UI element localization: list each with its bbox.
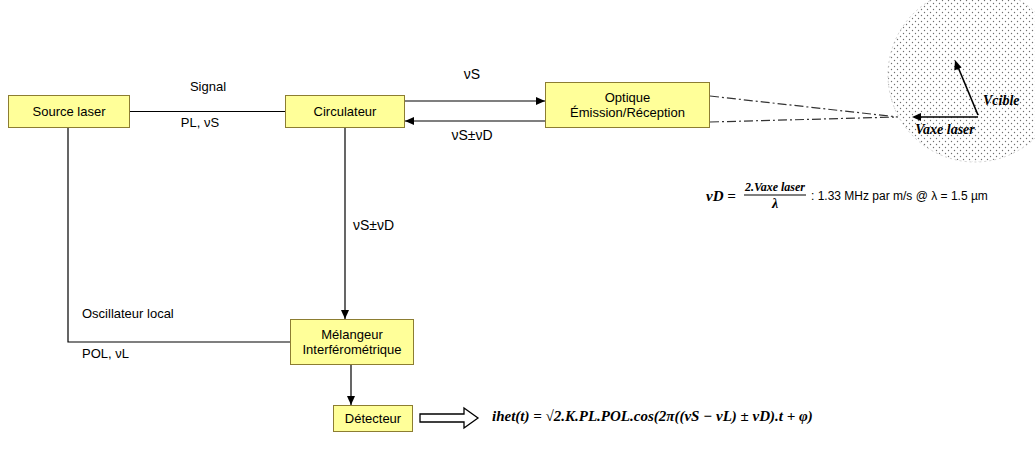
formula-denominator: λ xyxy=(772,196,778,212)
arrow-head xyxy=(405,117,414,125)
target-zone: VcibleVaxe laser xyxy=(887,0,1035,163)
connector xyxy=(341,128,349,319)
connector-line xyxy=(344,128,345,319)
connector xyxy=(68,128,290,342)
fraction-bar xyxy=(744,194,806,195)
connector xyxy=(130,111,285,112)
box-label: Source laser xyxy=(15,104,123,119)
edge-label: νS±νD xyxy=(451,127,492,143)
connector-line xyxy=(130,111,285,112)
box-label: Mélangeur Interférométrique xyxy=(297,327,407,357)
connector xyxy=(405,97,545,105)
arrow-head xyxy=(912,113,921,121)
arrow-head xyxy=(954,60,961,71)
connector-line xyxy=(710,96,898,117)
arrow-head xyxy=(536,97,545,105)
heterodyne-formula: ihet(t) = √2.K.PL.POL.cos(2π((νS − νL) ±… xyxy=(492,408,813,425)
velocity-vector xyxy=(920,116,978,118)
velocity-label: Vaxe laser xyxy=(915,122,975,138)
process-box: Source laser xyxy=(8,95,130,128)
edge-label: νS xyxy=(464,66,480,82)
connector-line xyxy=(405,100,545,101)
power-frequency-label: POL, νL xyxy=(82,346,129,361)
formula-numerator: 2.Vaxe laser xyxy=(745,180,805,194)
implies-arrow xyxy=(420,408,478,428)
target-circle xyxy=(888,0,1035,162)
formula-term: νD = xyxy=(706,188,736,205)
formula-note: : 1.33 MHz par m/s @ λ = 1.5 µm xyxy=(811,189,988,203)
process-box: Détecteur xyxy=(333,405,413,432)
beam-line xyxy=(710,96,898,122)
edge-label: Oscillateur local xyxy=(82,306,174,321)
velocity-vector xyxy=(958,67,978,115)
arrow-head xyxy=(341,310,349,319)
connector-line xyxy=(710,117,898,122)
connector xyxy=(405,117,545,125)
process-box: Optique Émission/Réception xyxy=(545,82,710,128)
process-box: Circulateur xyxy=(285,95,405,128)
power-frequency-label: PL, νS xyxy=(181,115,219,130)
velocity-label: Vcible xyxy=(983,93,1020,109)
process-box: Mélangeur Interférométrique xyxy=(290,319,414,365)
edge-label: Signal xyxy=(190,79,226,94)
connector-line xyxy=(68,128,290,342)
connector xyxy=(347,365,355,405)
arrow-head xyxy=(347,396,355,405)
target-outline xyxy=(887,0,1035,163)
edge-label: νS±νD xyxy=(353,217,394,233)
connector-line xyxy=(405,120,545,121)
box-label: Optique Émission/Réception xyxy=(552,90,703,120)
box-label: Circulateur xyxy=(292,104,398,119)
box-label: Détecteur xyxy=(340,411,406,426)
